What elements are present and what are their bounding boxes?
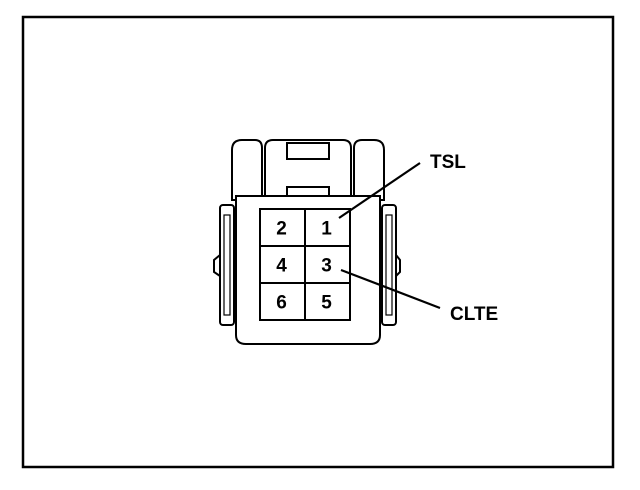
left-side-rail — [219, 204, 235, 326]
pin-label-3: 3 — [321, 256, 332, 277]
tsl-leader-line — [338, 162, 421, 219]
latch-window-top — [286, 142, 330, 160]
pin-label-2: 2 — [276, 219, 287, 240]
clte-leader-line — [340, 268, 441, 310]
diagram-border — [21, 15, 615, 469]
right-side-notch — [395, 254, 401, 277]
right-side-rail — [381, 204, 397, 326]
pin-label-5: 5 — [321, 293, 332, 314]
pin-label-6: 6 — [276, 293, 287, 314]
pin-label-1: 1 — [321, 219, 332, 240]
pin-label-4: 4 — [276, 256, 287, 277]
right-top-tab — [353, 139, 385, 201]
right-side-rail-inner — [385, 214, 393, 316]
pin-grid: 2 1 4 3 6 5 — [259, 208, 351, 321]
left-side-notch — [213, 254, 221, 277]
tsl-label: TSL — [430, 152, 466, 173]
pin-cell-5 — [304, 282, 351, 321]
clte-label: CLTE — [450, 304, 498, 325]
left-side-rail-inner — [223, 214, 231, 316]
left-top-tab — [231, 139, 263, 201]
